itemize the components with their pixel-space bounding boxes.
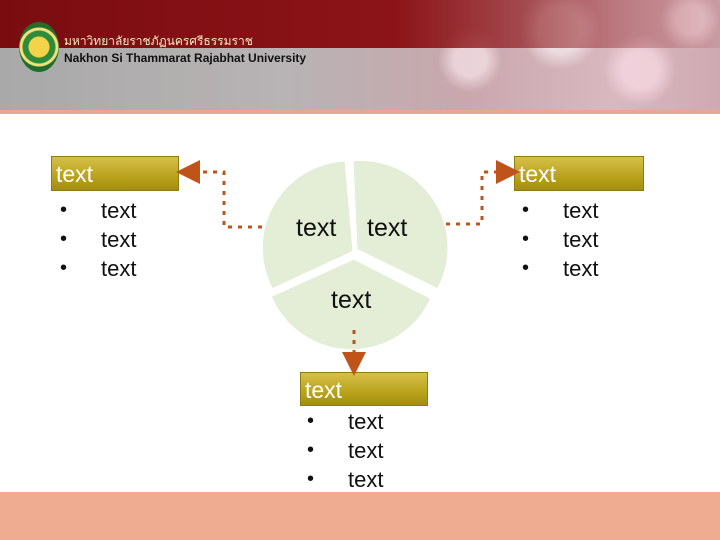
university-thai-name: มหาวิทยาลัยราชภัฏนครศรีธรรมราช <box>64 34 253 48</box>
right-box-title: text <box>514 156 644 191</box>
left-box-title: text <box>51 156 179 191</box>
university-english-name: Nakhon Si Thammarat Rajabhat University <box>64 51 307 65</box>
connector-right-arrow <box>446 160 520 226</box>
university-logo <box>19 22 59 72</box>
header-banner: มหาวิทยาลัยราชภัฏนครศรีธรรมราช Nakhon Si… <box>0 0 720 110</box>
cycle-segment-label-right: text <box>367 214 408 242</box>
cycle-segment-right <box>350 158 451 292</box>
cycle-segment-label-left: text <box>296 214 337 242</box>
cycle-segment-left <box>259 158 356 292</box>
list-item: text <box>307 436 383 465</box>
left-box-list: text text text <box>60 196 136 283</box>
header-stripe <box>0 0 720 48</box>
list-item: text <box>60 254 136 283</box>
list-item: text <box>60 196 136 225</box>
footer-bar <box>0 492 720 540</box>
cycle-segment-label-bottom: text <box>331 286 372 314</box>
list-item: text <box>522 254 598 283</box>
list-item: text <box>522 196 598 225</box>
list-item: text <box>522 225 598 254</box>
cycle-segment-bottom <box>268 256 434 353</box>
list-item: text <box>60 225 136 254</box>
connector-left-arrow <box>176 160 262 229</box>
list-item: text <box>307 465 383 494</box>
bottom-box-list: text text text <box>307 407 383 494</box>
header-divider <box>0 110 720 114</box>
list-item: text <box>307 407 383 436</box>
right-box-list: text text text <box>522 196 598 283</box>
